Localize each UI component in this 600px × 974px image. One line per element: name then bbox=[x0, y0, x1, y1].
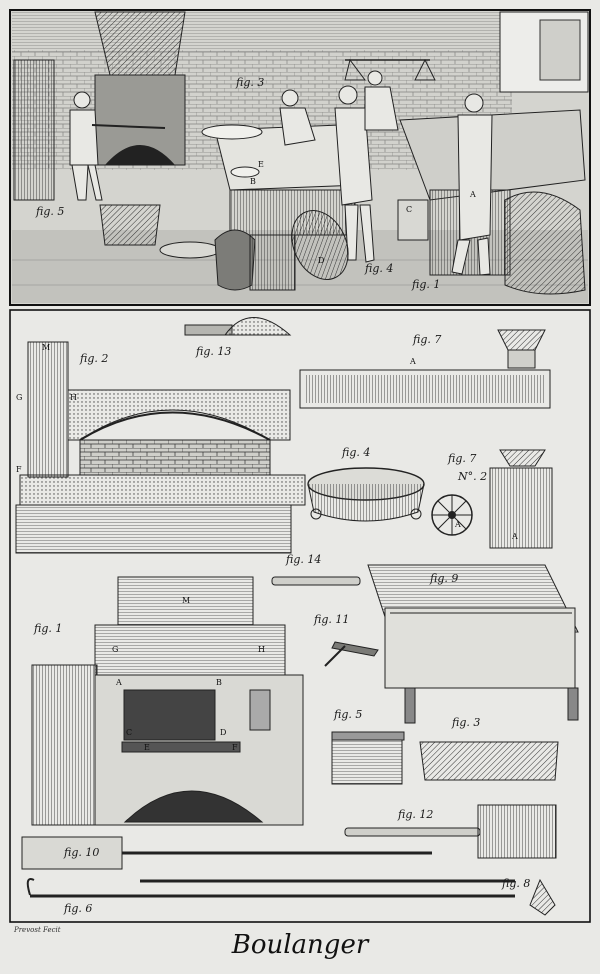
letter-A-sieve: A bbox=[410, 357, 416, 366]
letter-F-top: F bbox=[16, 465, 22, 474]
letter-A: A bbox=[116, 678, 122, 687]
oven-section-drawing bbox=[15, 341, 306, 554]
scene-letter-B: B bbox=[250, 177, 256, 186]
scene-letter-A: A bbox=[470, 190, 476, 199]
fig1-label: fig. 1 bbox=[34, 622, 63, 635]
letter-H-top: H bbox=[70, 393, 77, 402]
fig10-label: fig. 10 bbox=[64, 846, 100, 859]
scene-letter-C: C bbox=[406, 205, 413, 214]
letter-A-wheel: A bbox=[455, 520, 461, 529]
letter-C: C bbox=[126, 728, 133, 737]
scene-fig3-label: fig. 3 bbox=[236, 76, 265, 89]
scraper-drawing bbox=[324, 641, 379, 667]
fig6-label: fig. 6 bbox=[64, 902, 93, 915]
letter-B: B bbox=[216, 678, 222, 687]
lower-plate-frame bbox=[9, 309, 591, 923]
letter-M: M bbox=[182, 596, 191, 605]
plate-title: Boulanger bbox=[231, 930, 369, 960]
wheel-drawing bbox=[431, 449, 553, 549]
engraver-credit: Prevost Fecit bbox=[14, 926, 61, 934]
bolting-machine-drawing bbox=[299, 329, 551, 409]
scene-letter-D: D bbox=[318, 256, 325, 265]
fig12-label: fig. 12 bbox=[398, 808, 434, 821]
bakery-scene bbox=[9, 9, 591, 306]
oven-rake-drawing bbox=[26, 878, 556, 916]
scene-fig5-label: fig. 5 bbox=[36, 205, 65, 218]
letter-E: E bbox=[144, 743, 150, 752]
letter-M-top: M bbox=[42, 343, 51, 352]
no2-label: N°. 2 bbox=[458, 470, 488, 483]
oven-peel-drawing bbox=[21, 836, 432, 870]
fig7-no2-label: fig. 7 bbox=[448, 452, 477, 465]
small-oven-mouth-drawing bbox=[184, 317, 292, 336]
fig2-label: fig. 2 bbox=[80, 352, 109, 365]
fig14-label: fig. 14 bbox=[286, 553, 322, 566]
letter-G: G bbox=[112, 645, 119, 654]
letter-H: H bbox=[258, 645, 265, 654]
letter-D: D bbox=[220, 728, 227, 737]
scene-fig1-label: fig. 1 bbox=[412, 278, 441, 291]
letter-F: F bbox=[232, 743, 238, 752]
bread-basket-drawing bbox=[419, 741, 559, 781]
fig3-label: fig. 3 bbox=[452, 716, 481, 729]
fig4-label: fig. 4 bbox=[342, 446, 371, 459]
pan-drawing bbox=[307, 467, 425, 522]
fig13-label: fig. 13 bbox=[196, 345, 232, 358]
dough-cutter-drawing bbox=[331, 731, 405, 785]
letter-A-box: A bbox=[512, 532, 518, 541]
fig7-label: fig. 7 bbox=[413, 333, 442, 346]
scene-fig4-label: fig. 4 bbox=[365, 262, 394, 275]
fig5-label: fig. 5 bbox=[334, 708, 363, 721]
fig11-label: fig. 11 bbox=[314, 613, 350, 626]
dough-knife-drawing bbox=[271, 576, 361, 586]
oven-front-drawing bbox=[31, 576, 304, 826]
scene-letter-E: E bbox=[258, 160, 264, 169]
flour-shovel-drawing bbox=[344, 804, 557, 859]
fig9-label: fig. 9 bbox=[430, 572, 459, 585]
letter-G-top: G bbox=[16, 393, 23, 402]
kneading-trough-drawing bbox=[367, 564, 579, 724]
fig8-label: fig. 8 bbox=[502, 877, 531, 890]
